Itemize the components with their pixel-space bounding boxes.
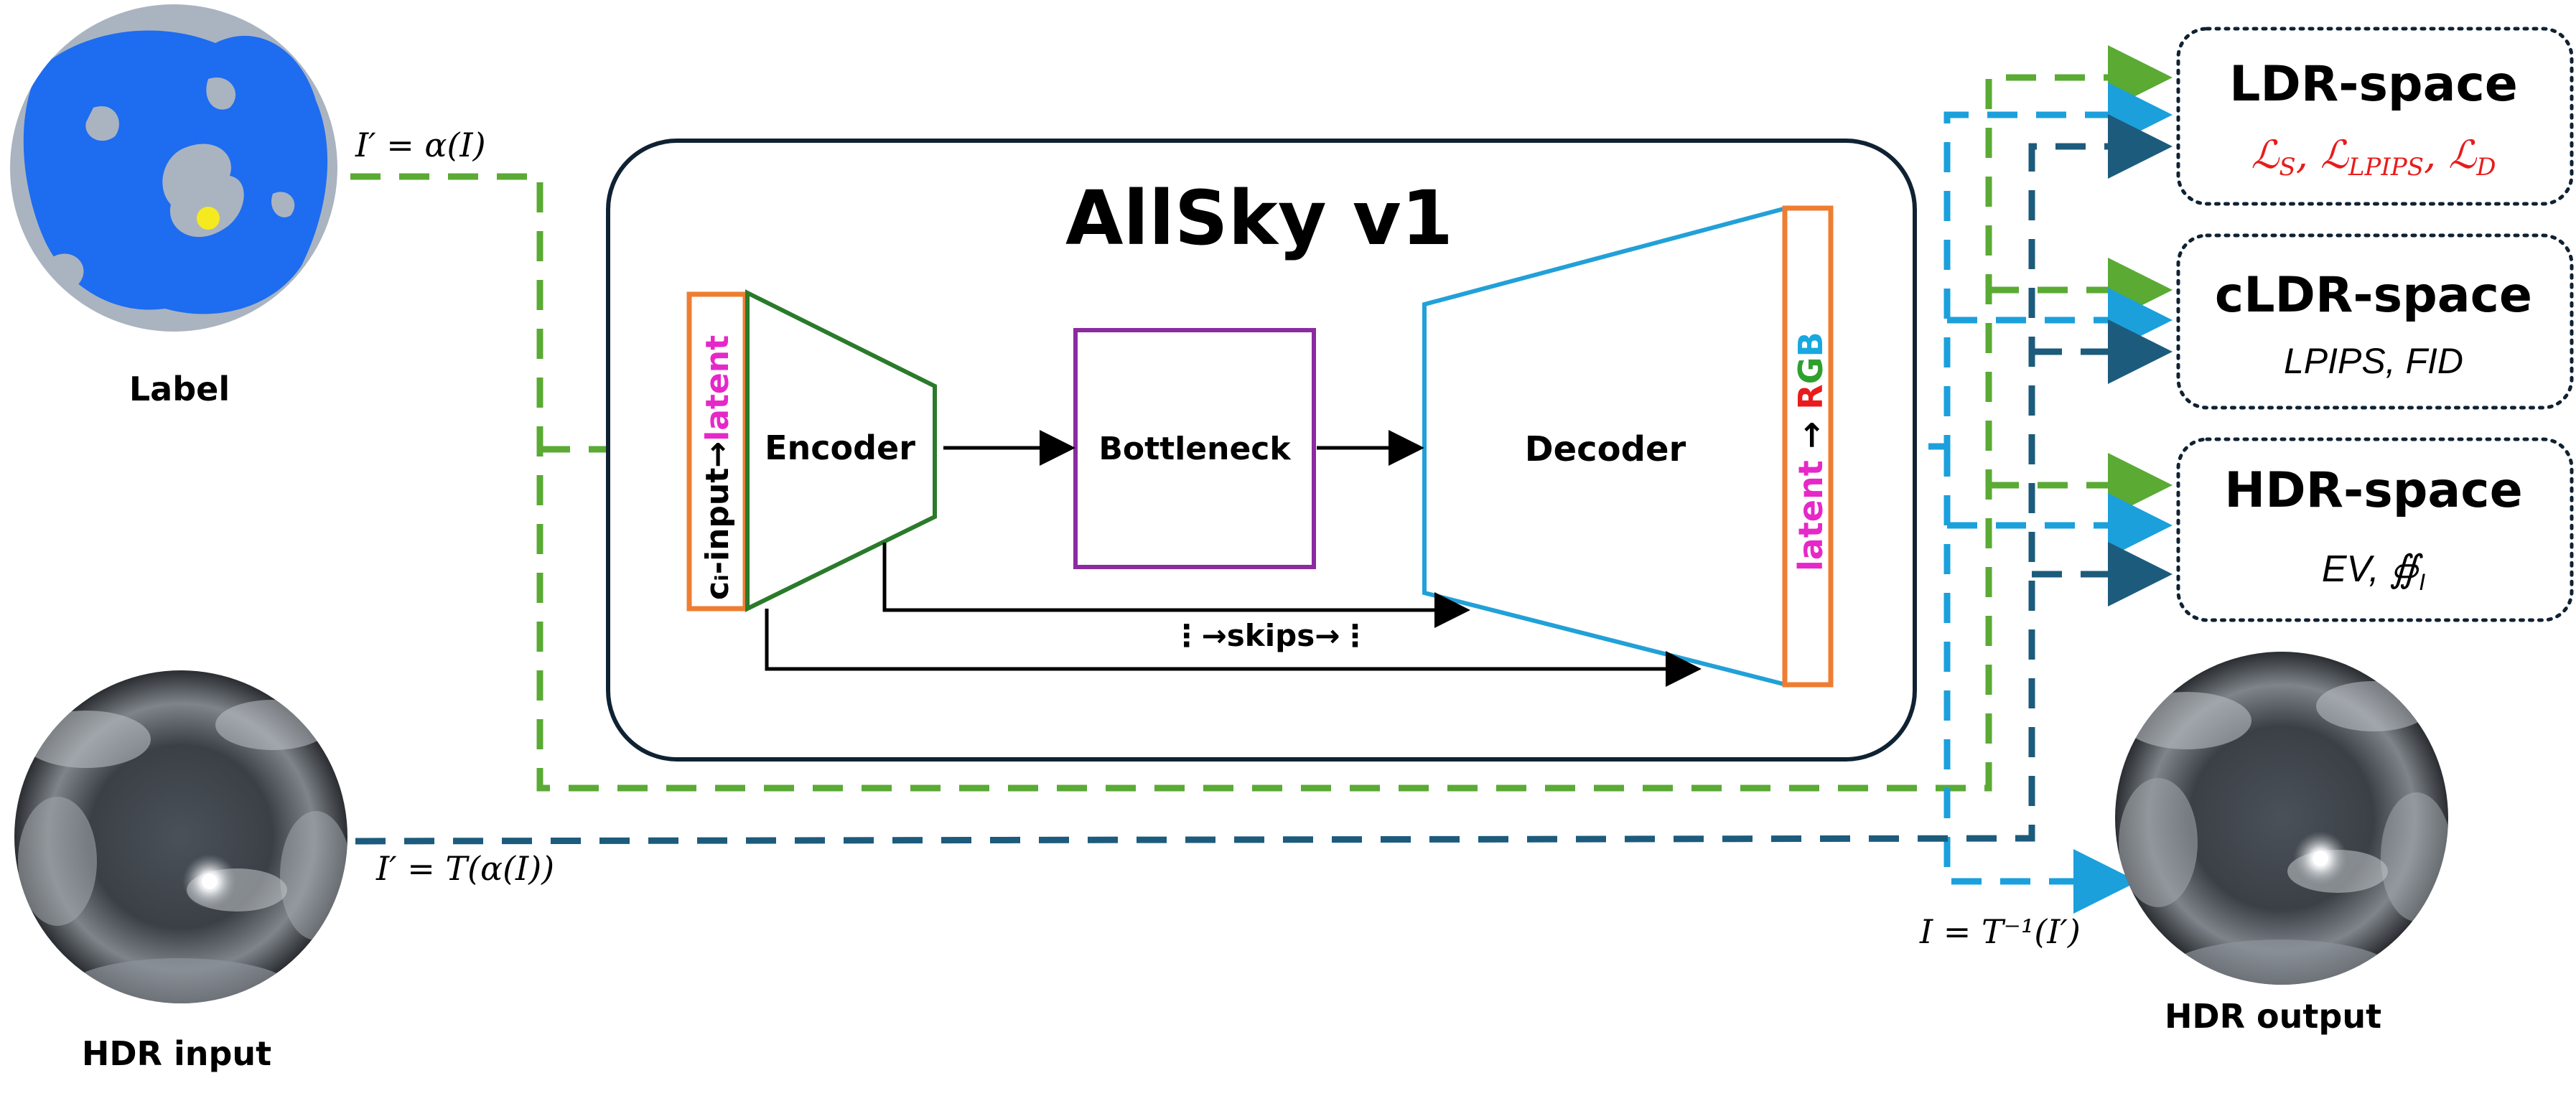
output-r: R	[1791, 384, 1830, 409]
hdr-input-formula: I′ = T(α(I))	[375, 849, 554, 888]
hdr-input-line	[355, 114, 2173, 845]
skips-label: ⋮→skips→⋮	[1172, 618, 1371, 653]
output-latent-word: latent	[1791, 460, 1830, 571]
label-caption: Label	[129, 370, 230, 408]
cldr-space-title: cLDR-space	[2215, 267, 2532, 324]
encoder-block	[745, 289, 937, 612]
hdr-space-box: HDR-space EV, ∯I	[2176, 437, 2574, 622]
input-latent-word: latent	[699, 335, 736, 441]
cldr-space-metrics: LPIPS, FID	[2284, 341, 2463, 381]
output-g: G	[1791, 357, 1830, 385]
model-title: AllSky v1	[1065, 174, 1453, 262]
hdr-output-caption: HDR output	[2165, 997, 2381, 1036]
label-formula: I′ = α(I)	[355, 126, 486, 164]
skip-arrow-upper	[882, 543, 1470, 628]
ldr-space-title: LDR-space	[2229, 56, 2518, 113]
hdr-input-caption: HDR input	[82, 1034, 271, 1073]
hdr-sky-fisheye-icon	[14, 670, 347, 1003]
solid-arrows	[765, 430, 1702, 687]
input-conditioning-label: cᵢ-input→latent	[699, 335, 736, 600]
ldr-space-metrics: ℒS, ℒLPIPS, ℒD	[2251, 132, 2496, 182]
input-prefix: cᵢ-input→	[699, 441, 736, 600]
bottleneck-block	[1073, 328, 1316, 569]
decoder-label: Decoder	[1525, 429, 1686, 469]
output-bar	[1782, 205, 1834, 688]
hdr-space-title: HDR-space	[2224, 462, 2522, 519]
hdr-space-metrics: EV, ∯I	[2322, 548, 2425, 595]
output-arrow: →	[1791, 410, 1830, 461]
encoder-label: Encoder	[765, 428, 915, 467]
skip-arrow-lower	[765, 609, 1702, 687]
cldr-space-box: cLDR-space LPIPS, FID	[2176, 233, 2574, 410]
cyan-to-hdr-output	[1943, 446, 2138, 914]
label-to-input-line	[350, 45, 2173, 792]
ldr-space-box: LDR-space ℒS, ℒLPIPS, ℒD	[2176, 27, 2574, 206]
output-b: B	[1791, 332, 1830, 357]
hdr-output-formula: I = T⁻¹(I′)	[1919, 912, 2081, 951]
routing-lines	[350, 45, 2173, 914]
label-sky-mask-icon	[10, 4, 337, 332]
bottleneck-label: Bottleneck	[1098, 431, 1292, 467]
output-bar-label: latent → RGB	[1791, 332, 1830, 571]
hdr-output-sky-fisheye-icon	[2115, 652, 2448, 985]
